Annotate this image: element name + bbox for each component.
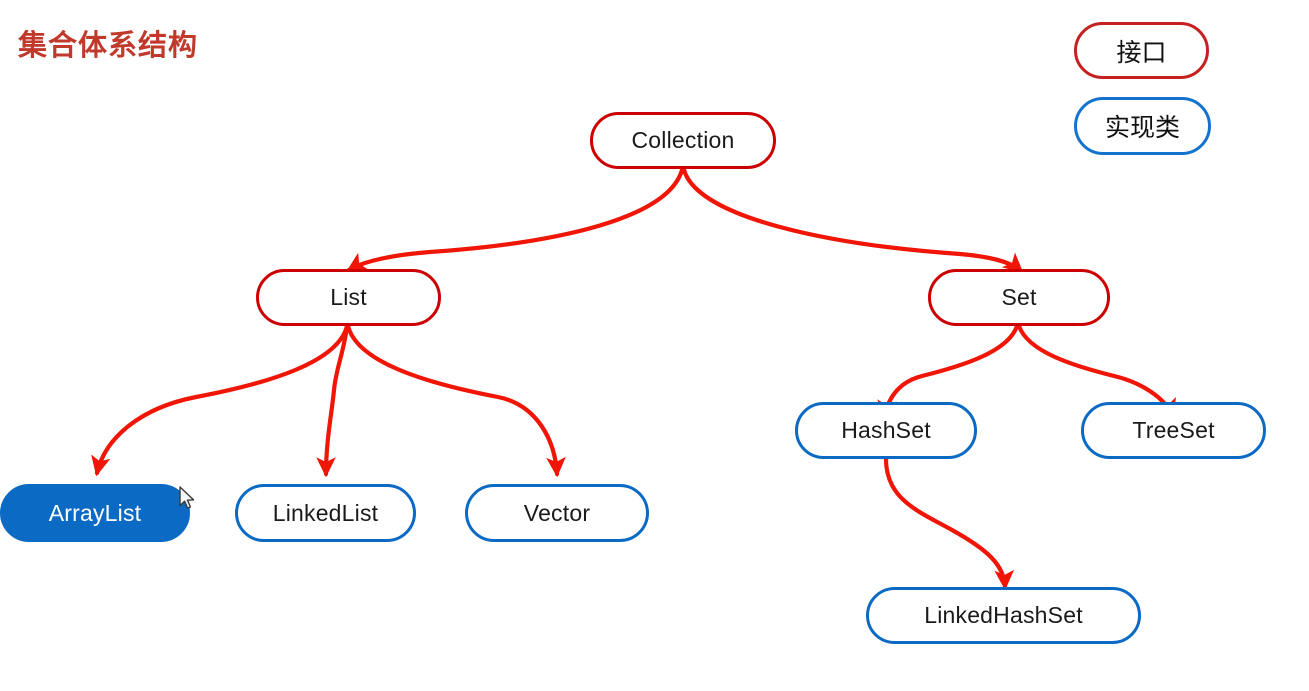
- legend-interface-label: 接口: [1116, 38, 1167, 67]
- node-linkedhashset[interactable]: LinkedHashSet: [866, 587, 1141, 644]
- node-list[interactable]: List: [256, 269, 441, 326]
- node-treeset-label: TreeSet: [1132, 417, 1215, 443]
- node-collection-label: Collection: [631, 127, 735, 153]
- node-arraylist[interactable]: ArrayList: [0, 484, 190, 542]
- edge-list-arraylist: [91, 323, 350, 477]
- edge-collection-set: [681, 167, 1024, 274]
- node-vector-label: Vector: [523, 499, 591, 526]
- legend-implementation-label: 实现类: [1104, 114, 1180, 142]
- legend-implementation-node[interactable]: 实现类: [1074, 97, 1211, 155]
- edge-list-linkedlist: [316, 323, 350, 478]
- legend-interface-node[interactable]: 接口: [1074, 22, 1209, 79]
- node-set[interactable]: Set: [928, 269, 1110, 326]
- node-treeset[interactable]: TreeSet: [1081, 402, 1266, 459]
- node-hashset-label: HashSet: [841, 417, 931, 443]
- node-arraylist-label: ArrayList: [48, 499, 142, 526]
- node-list-label: List: [330, 284, 367, 310]
- edge-list-vector: [345, 323, 566, 478]
- node-linkedlist[interactable]: LinkedList: [235, 484, 416, 542]
- node-linkedhashset-label: LinkedHashSet: [924, 602, 1083, 628]
- edge-hashset-linkedhashset: [883, 456, 1015, 591]
- edge-collection-list: [346, 167, 685, 273]
- node-linkedlist-label: LinkedList: [272, 499, 379, 526]
- node-hashset[interactable]: HashSet: [795, 402, 977, 459]
- node-vector[interactable]: Vector: [465, 484, 649, 542]
- node-set-label: Set: [1001, 284, 1037, 310]
- node-collection[interactable]: Collection: [590, 112, 776, 169]
- page-title: 集合体系结构: [18, 30, 199, 62]
